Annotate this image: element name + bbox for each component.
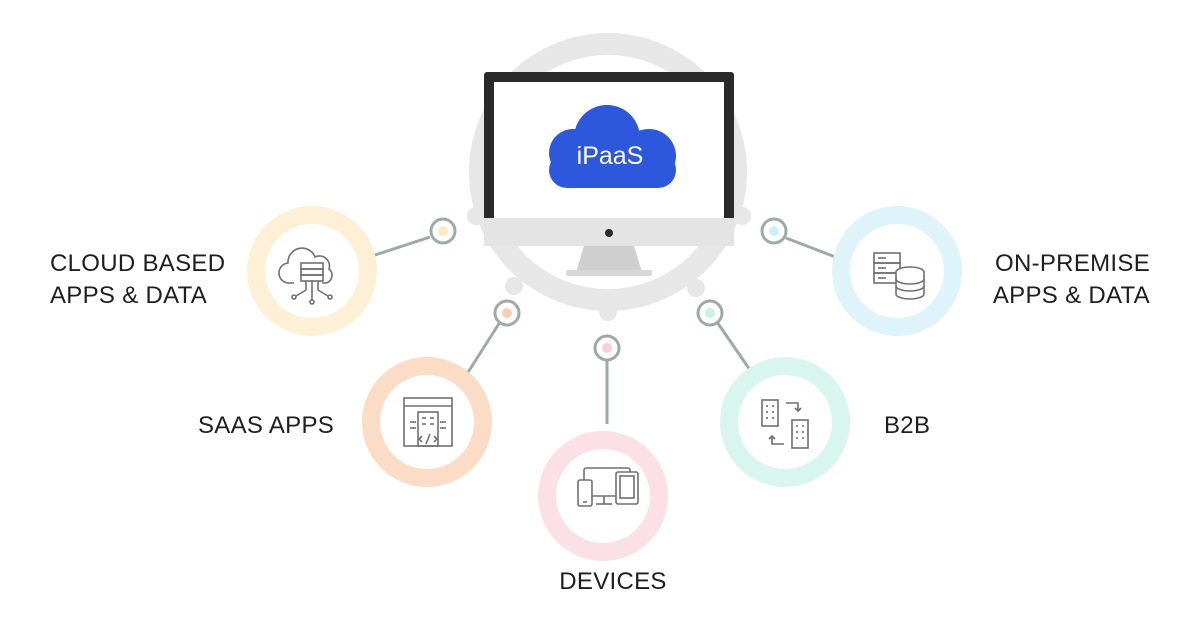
connector-saas xyxy=(463,321,502,378)
connector-b2b xyxy=(715,321,752,371)
connector-dots xyxy=(429,217,788,362)
node-ring-saas xyxy=(362,357,492,487)
cloud-apps-label-line2: APPS & DATA xyxy=(50,282,208,309)
building-exchange-icon xyxy=(761,399,809,449)
onpremise-apps-label: ON-PREMISE APPS & DATA xyxy=(993,248,1150,312)
b2b-label-text: B2B xyxy=(884,412,931,439)
server-database-icon xyxy=(873,252,925,300)
power-button-icon xyxy=(605,229,613,237)
cloud-apps-label: CLOUD BASED APPS & DATA xyxy=(50,248,225,312)
web-app-building-icon xyxy=(403,397,453,447)
saas-apps-label-text: SAAS APPS xyxy=(198,412,335,439)
node-ring-devices xyxy=(538,431,668,561)
connector-cloud xyxy=(371,235,431,258)
hub-ring xyxy=(467,33,751,321)
onpremise-apps-label-line1: ON-PREMISE xyxy=(994,250,1150,277)
onpremise-apps-label-line2: APPS & DATA xyxy=(992,282,1150,309)
node-ring-b2b xyxy=(720,357,850,487)
cloud-apps-label-line1: CLOUD BASED xyxy=(50,250,226,277)
node-ring-onprem xyxy=(832,206,962,336)
connector-onprem xyxy=(785,236,839,260)
saas-apps-label: SAAS APPS xyxy=(198,410,334,442)
devices-icon xyxy=(577,467,639,507)
devices-label-text: DEVICES xyxy=(559,568,667,595)
connectors xyxy=(371,235,839,424)
cloud-server-icon xyxy=(278,247,333,305)
b2b-label: B2B xyxy=(884,410,930,442)
node-ring-cloud xyxy=(247,206,377,336)
ipaas-label: iPaaS xyxy=(576,142,644,170)
ipaas-cloud-icon xyxy=(549,105,676,188)
devices-label: DEVICES xyxy=(0,566,1200,598)
